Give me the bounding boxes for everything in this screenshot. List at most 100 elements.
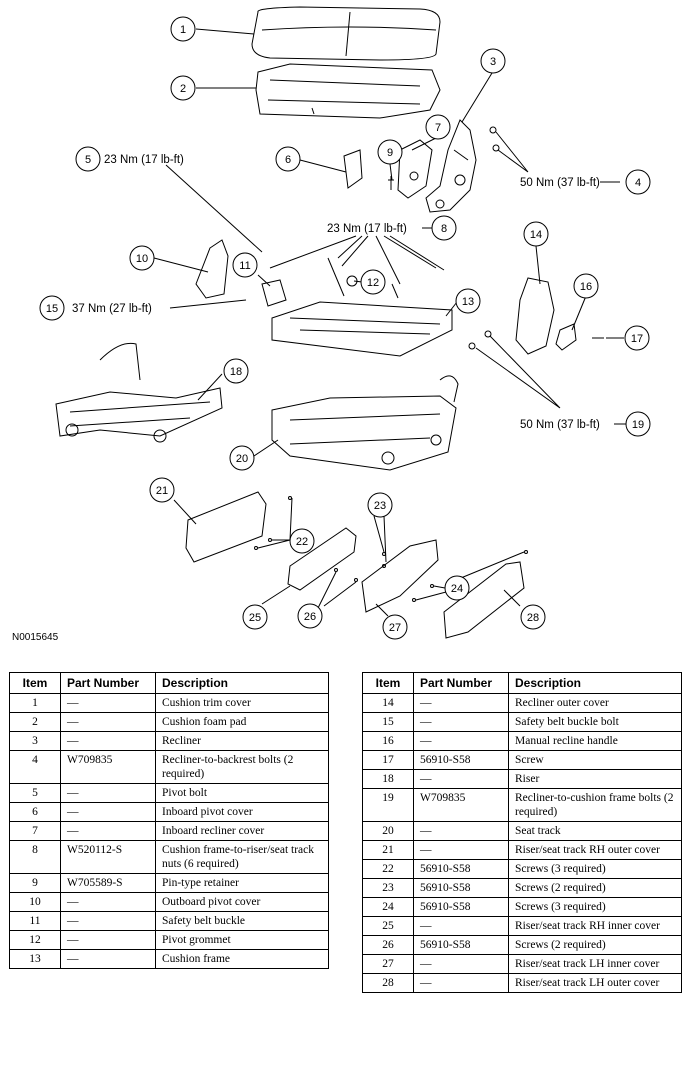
cell-item: 11 xyxy=(9,911,61,931)
header-description: Description xyxy=(508,672,682,694)
table-row: 7—Inboard recliner cover xyxy=(9,821,329,841)
callout-8: 8 xyxy=(431,215,457,241)
table-row: 10—Outboard pivot cover xyxy=(9,892,329,912)
part-recliner-cushion-bolts xyxy=(468,330,492,350)
part-seat-track xyxy=(271,375,459,471)
torque-labels: 23 Nm (17 lb-ft) 50 Nm (37 lb-ft) 23 Nm … xyxy=(72,154,600,431)
cell-part-number: W709835 xyxy=(413,788,509,822)
cell-part-number: — xyxy=(413,821,509,841)
svg-text:5: 5 xyxy=(85,154,91,166)
cell-part-number: — xyxy=(413,916,509,936)
callout-24: 24 xyxy=(444,575,470,601)
part-lh-outer-cover xyxy=(443,561,525,639)
cell-item: 8 xyxy=(9,840,61,874)
table-row: 21—Riser/seat track RH outer cover xyxy=(362,840,682,860)
svg-text:16: 16 xyxy=(580,281,592,293)
table-header-row: Item Part Number Description xyxy=(9,672,329,694)
callout-19: 19 xyxy=(625,411,651,437)
callout-7: 7 xyxy=(425,114,451,140)
cell-item: 7 xyxy=(9,821,61,841)
cell-description: Riser/seat track RH inner cover xyxy=(508,916,682,936)
cell-description: Safety belt buckle bolt xyxy=(508,712,682,732)
cell-part-number: — xyxy=(60,783,156,803)
part-cushion-trim-cover xyxy=(251,6,441,61)
cell-part-number: — xyxy=(413,693,509,713)
cell-description: Recliner-to-backrest bolts (2 required) xyxy=(155,750,329,784)
part-recliner-backrest-bolts xyxy=(489,126,500,152)
svg-text:22: 22 xyxy=(296,536,308,548)
cell-item: 13 xyxy=(9,949,61,969)
cell-item: 3 xyxy=(9,731,61,751)
cell-item: 28 xyxy=(362,973,414,993)
svg-text:26: 26 xyxy=(304,611,316,623)
cell-description: Riser/seat track LH outer cover xyxy=(508,973,682,993)
cell-description: Inboard recliner cover xyxy=(155,821,329,841)
cell-part-number: — xyxy=(413,731,509,751)
cell-item: 14 xyxy=(362,693,414,713)
cell-description: Pin-type retainer xyxy=(155,873,329,893)
cell-description: Recliner xyxy=(155,731,329,751)
cell-part-number: — xyxy=(60,949,156,969)
table-row: 20—Seat track xyxy=(362,821,682,841)
parts-table-right: Item Part Number Description 14—Recliner… xyxy=(362,672,682,993)
header-part-number: Part Number xyxy=(413,672,509,694)
svg-text:21: 21 xyxy=(156,485,168,497)
cell-part-number: — xyxy=(413,954,509,974)
header-item: Item xyxy=(362,672,414,694)
callout-6: 6 xyxy=(275,146,301,172)
callout-25: 25 xyxy=(242,604,268,630)
callout-17: 17 xyxy=(624,325,650,351)
part-rh-inner-cover xyxy=(287,527,357,591)
cell-item: 15 xyxy=(362,712,414,732)
svg-text:6: 6 xyxy=(285,154,291,166)
callout-20: 20 xyxy=(229,445,255,471)
svg-text:1: 1 xyxy=(180,24,186,36)
svg-text:2: 2 xyxy=(180,83,186,95)
cell-item: 16 xyxy=(362,731,414,751)
cell-part-number: — xyxy=(413,973,509,993)
callout-12: 12 xyxy=(360,269,386,295)
cell-part-number: — xyxy=(413,712,509,732)
cell-part-number: — xyxy=(60,892,156,912)
cell-part-number: — xyxy=(413,769,509,789)
cell-item: 21 xyxy=(362,840,414,860)
cell-item: 9 xyxy=(9,873,61,893)
table-row: 2—Cushion foam pad xyxy=(9,712,329,732)
header-part-number: Part Number xyxy=(60,672,156,694)
cell-part-number: 56910-S58 xyxy=(413,935,509,955)
svg-text:7: 7 xyxy=(435,122,441,134)
torque-4: 50 Nm (37 lb-ft) xyxy=(520,177,600,189)
table-header-row: Item Part Number Description xyxy=(362,672,682,694)
callout-2: 2 xyxy=(170,75,196,101)
cell-description: Manual recline handle xyxy=(508,731,682,751)
part-cushion-frame xyxy=(271,257,453,357)
svg-text:10: 10 xyxy=(136,253,148,265)
cell-part-number: — xyxy=(60,693,156,713)
cell-item: 24 xyxy=(362,897,414,917)
table-row: 16—Manual recline handle xyxy=(362,731,682,751)
callout-28: 28 xyxy=(520,604,546,630)
part-pin-retainer xyxy=(388,176,394,190)
cell-part-number: W520112-S xyxy=(60,840,156,874)
cell-item: 26 xyxy=(362,935,414,955)
callout-18: 18 xyxy=(223,358,249,384)
callout-15: 15 xyxy=(39,295,65,321)
cell-item: 27 xyxy=(362,954,414,974)
cell-item: 19 xyxy=(362,788,414,822)
part-riser xyxy=(55,342,223,443)
svg-text:25: 25 xyxy=(249,612,261,624)
cell-item: 18 xyxy=(362,769,414,789)
cell-description: Seat track xyxy=(508,821,682,841)
table-row: 25—Riser/seat track RH inner cover xyxy=(362,916,682,936)
torque-8: 23 Nm (17 lb-ft) xyxy=(327,223,407,235)
cell-item: 25 xyxy=(362,916,414,936)
svg-text:28: 28 xyxy=(527,612,539,624)
part-safety-belt-buckle xyxy=(261,279,287,307)
callout-3: 3 xyxy=(480,48,506,74)
